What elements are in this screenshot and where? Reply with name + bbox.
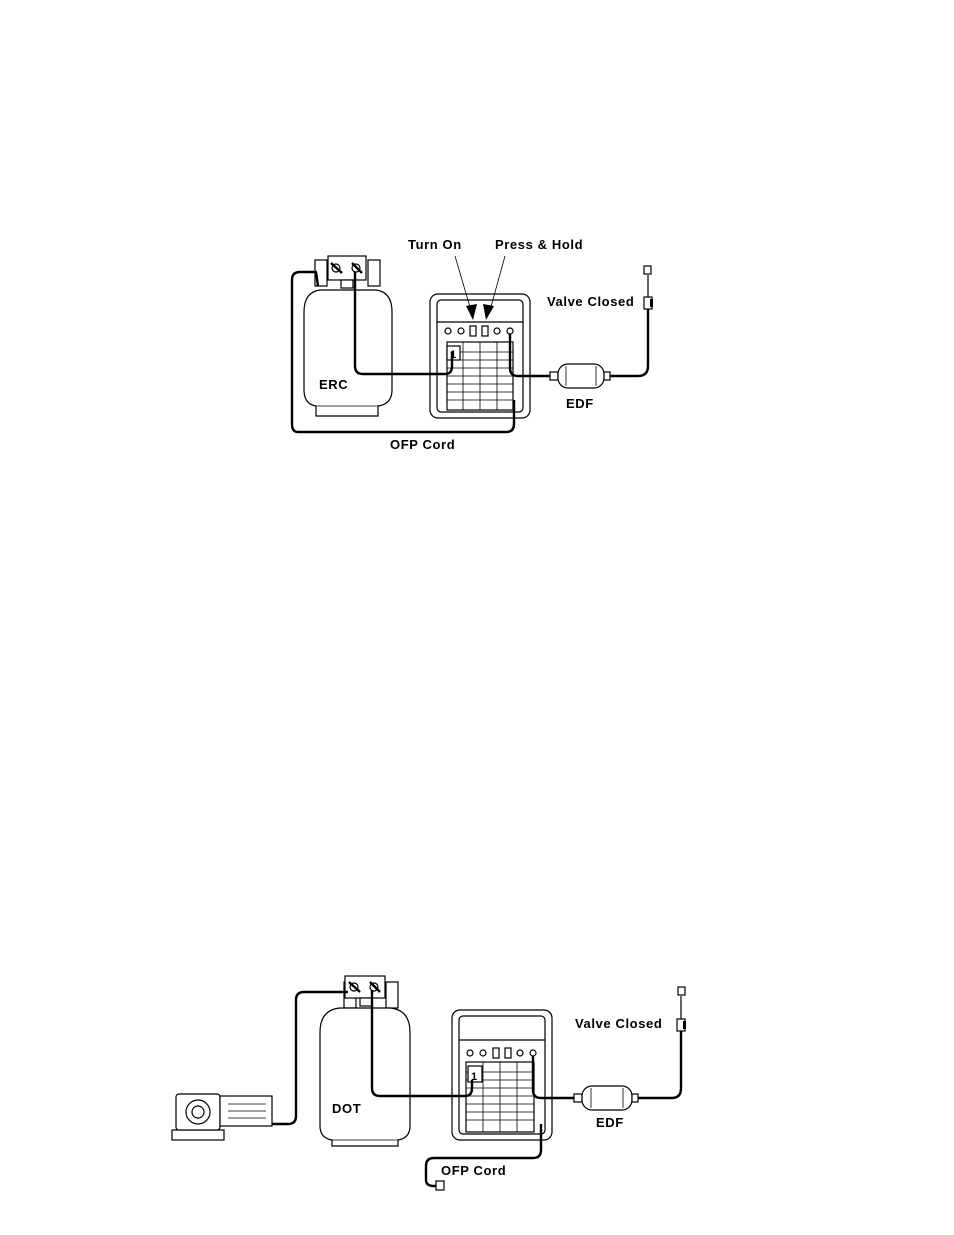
erc-label: ERC bbox=[319, 377, 348, 392]
edf-filter-top bbox=[550, 364, 610, 388]
recovery-unit-bottom: 1 bbox=[452, 1010, 552, 1140]
tank-valve-block-top bbox=[328, 256, 366, 288]
diagram-bottom: DOT bbox=[172, 976, 686, 1190]
closed-valve-top bbox=[644, 266, 653, 309]
valve-closed-label-bottom: Valve Closed bbox=[575, 1016, 662, 1031]
valve-closed-label-top: Valve Closed bbox=[547, 294, 634, 309]
closed-valve-bottom bbox=[677, 987, 686, 1031]
dot-label: DOT bbox=[332, 1101, 361, 1116]
hose-filter-to-valve-bottom bbox=[636, 1030, 681, 1098]
cord-plug-bottom bbox=[436, 1181, 444, 1190]
turn-on-label: Turn On bbox=[408, 237, 462, 252]
edf-label-top: EDF bbox=[566, 396, 594, 411]
hose-filter-to-valve bbox=[610, 308, 648, 376]
edf-filter-bottom bbox=[574, 1086, 638, 1110]
ofp-cord-label-top: OFP Cord bbox=[390, 437, 455, 452]
edf-label-bottom: EDF bbox=[596, 1115, 624, 1130]
diagram-top: ERC bbox=[292, 237, 653, 452]
press-hold-label: Press & Hold bbox=[495, 237, 583, 252]
motor-compressor bbox=[172, 1094, 272, 1140]
recovery-unit-top: 1 bbox=[430, 294, 530, 418]
ofp-cord-label-bottom: OFP Cord bbox=[441, 1163, 506, 1178]
